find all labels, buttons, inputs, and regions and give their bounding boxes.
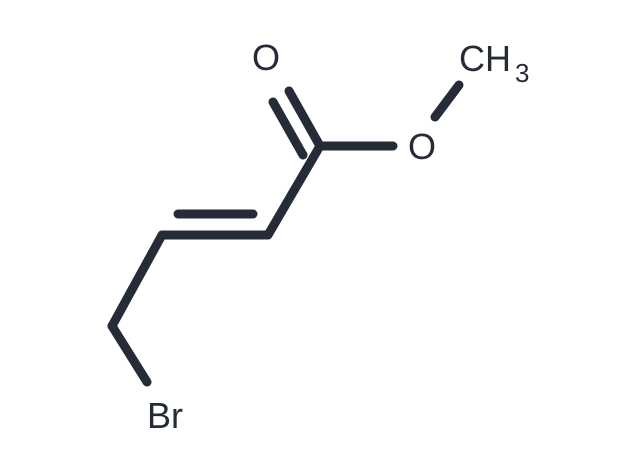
carbonyl-oxygen-label: O: [252, 37, 280, 78]
methyl-subscript: 3: [515, 58, 529, 88]
bond-c1-o-carbonyl-a: [284, 86, 325, 151]
ester-oxygen-label: O: [408, 126, 436, 167]
bond-c1-o-carbonyl-b: [268, 97, 308, 160]
bond-o-methyl: [430, 80, 464, 122]
atom-labels: O O CH 3 Br: [147, 37, 529, 436]
bond-ch2-c3: [107, 230, 167, 331]
bond-lines: [107, 80, 464, 387]
bond-c2-c1: [263, 141, 325, 240]
bond-ch2-br: [107, 321, 152, 387]
methyl-label: CH: [459, 38, 511, 79]
bromine-label: Br: [147, 395, 183, 436]
